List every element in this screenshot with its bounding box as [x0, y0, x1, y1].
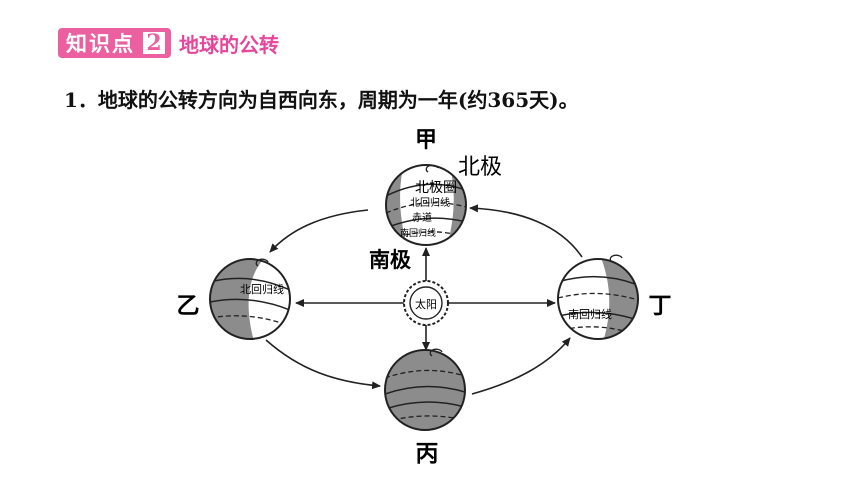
position-label-top: 甲 — [415, 128, 437, 153]
orbit-arc-top-to-left — [269, 209, 369, 253]
globe-left: 北回归线 — [209, 258, 291, 340]
tropic-capricorn-label-top: 南回归线 — [400, 227, 436, 239]
knowledge-point-badge: 知识点 2 — [58, 28, 171, 58]
orbit-arc-left-to-bottom — [265, 339, 381, 390]
position-label-left: 乙 — [177, 293, 200, 319]
position-label-bottom: 丙 — [416, 441, 439, 467]
sun: 太阳 — [403, 280, 449, 326]
tropic-capricorn-label-right: 南回归线 — [568, 307, 612, 321]
arctic-circle-label: 北极圈 — [415, 180, 457, 196]
knowledge-point-header: 知识点 2 地球的公转 — [58, 26, 279, 60]
position-label-right: 丁 — [649, 293, 672, 319]
tropic-cancer-label-left: 北回归线 — [240, 282, 284, 296]
south-pole-label: 南极 — [369, 248, 412, 272]
orbit-arc-right-to-top — [469, 204, 583, 258]
globe-right: 南回归线 — [557, 254, 639, 340]
orbit-arc-bottom-to-right — [471, 337, 571, 395]
topic-title: 地球的公转 — [179, 32, 279, 57]
rotation-arrow-icon — [255, 258, 269, 267]
sun-label: 太阳 — [415, 298, 437, 311]
tropic-cancer-label-top: 北回归线 — [410, 196, 450, 209]
rotation-arrow-icon — [609, 254, 623, 263]
badge-label: 知识点 — [66, 32, 135, 56]
globe-bottom — [384, 348, 466, 431]
rotation-arrow-icon — [429, 348, 443, 357]
badge-number: 2 — [141, 30, 167, 56]
rotation-arrow-icon — [425, 164, 439, 173]
equator-label: 赤道 — [412, 211, 432, 224]
north-pole-label: 北极 — [458, 155, 502, 180]
point-1-text: 1．地球的公转方向为自西向东，周期为一年(约365天)。 — [64, 88, 579, 112]
